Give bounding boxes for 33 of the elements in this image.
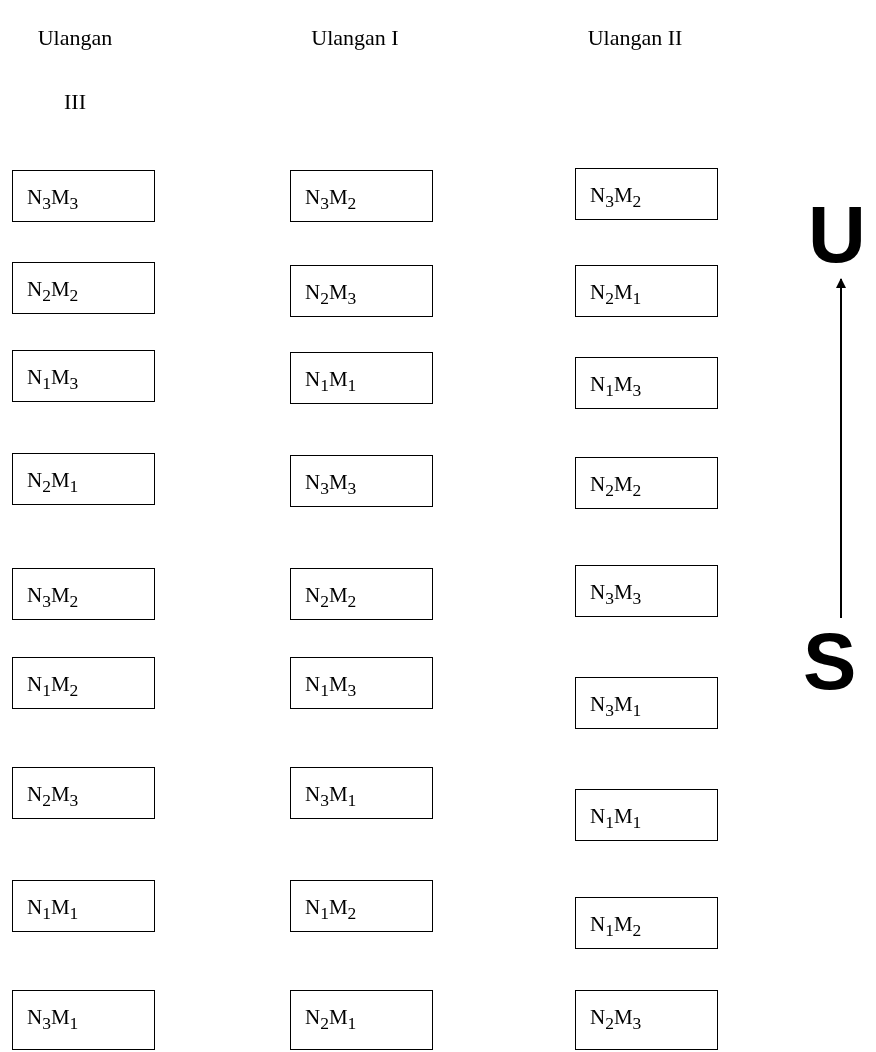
plot-box: N$_{3}$M$_{2}$ [12,568,155,620]
plot-box: N$_{3}$M$_{2}$ [575,168,718,220]
direction-letter: U [808,195,866,275]
plot-box: N$_{2}$M$_{2}$ [290,568,433,620]
plot-box: N$_{3}$M$_{1}$ [290,767,433,819]
plot-box: N$_{1}$M$_{1}$ [290,352,433,404]
column-heading: Ulangan II [586,24,684,52]
column-heading: Ulangan III [36,24,114,116]
plot-box: N$_{2}$M$_{2}$ [12,262,155,314]
direction-letter: S [803,622,857,702]
plot-box: N$_{1}$M$_{2}$ [575,897,718,949]
plot-box: N$_{1}$M$_{3}$ [12,350,155,402]
plot-box: N$_{3}$M$_{1}$ [12,990,155,1050]
plot-box: N$_{1}$M$_{3}$ [290,657,433,709]
plot-box: N$_{2}$M$_{3}$ [575,990,718,1050]
arrow [836,278,846,619]
plot-box: N$_{2}$M$_{1}$ [290,990,433,1050]
plot-box: N$_{1}$M$_{1}$ [12,880,155,932]
column-heading: Ulangan I [310,24,400,52]
plot-box: N$_{2}$M$_{1}$ [575,265,718,317]
plot-box: N$_{2}$M$_{2}$ [575,457,718,509]
plot-box: N$_{3}$M$_{3}$ [575,565,718,617]
plot-box: N$_{2}$M$_{3}$ [290,265,433,317]
plot-box: N$_{1}$M$_{1}$ [575,789,718,841]
plot-box: N$_{3}$M$_{3}$ [290,455,433,507]
plot-box: N$_{3}$M$_{1}$ [575,677,718,729]
plot-box: N$_{3}$M$_{3}$ [12,170,155,222]
plot-box: N$_{1}$M$_{2}$ [290,880,433,932]
plot-box: N$_{2}$M$_{3}$ [12,767,155,819]
plot-box: N$_{1}$M$_{3}$ [575,357,718,409]
plot-box: N$_{2}$M$_{1}$ [12,453,155,505]
plot-box: N$_{1}$M$_{2}$ [12,657,155,709]
plot-box: N$_{3}$M$_{2}$ [290,170,433,222]
